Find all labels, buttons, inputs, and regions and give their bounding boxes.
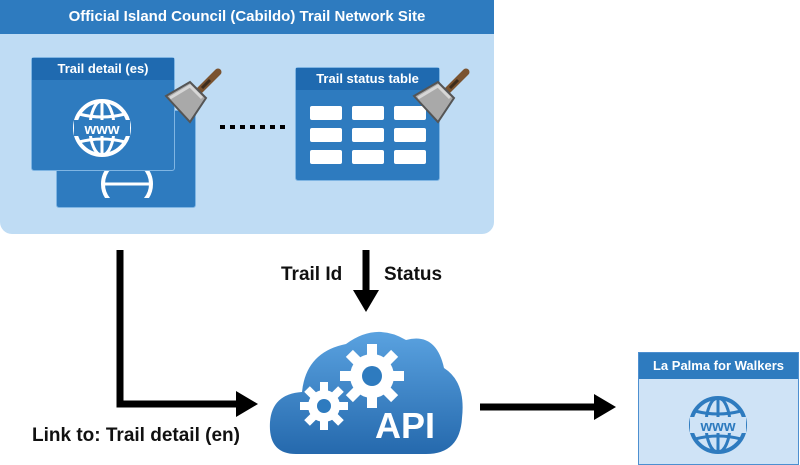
link-arrow (116, 250, 258, 417)
cloud-gears-icon (269, 331, 463, 454)
status-label: Status (384, 264, 443, 285)
trail-detail-title: Trail detail (es) (32, 58, 174, 80)
scraper-tool-icon (412, 68, 470, 124)
svg-text:www: www (83, 121, 119, 138)
la-palma-for-walkers-title: La Palma for Walkers (639, 353, 798, 379)
table-grid-icon (310, 106, 426, 164)
globe-www-icon: www (689, 396, 747, 454)
trail-status-title: Trail status table (296, 68, 439, 90)
globe-www-icon: www (73, 99, 131, 157)
api-output-arrow (480, 394, 616, 420)
trail-id-label: Trail Id (281, 264, 343, 285)
svg-text:www: www (699, 418, 735, 435)
status-arrow (353, 250, 379, 312)
dotted-connector (220, 125, 286, 129)
official-site-title: Official Island Council (Cabildo) Trail … (0, 0, 494, 34)
api-label: API (375, 405, 436, 446)
link-to-label: Link to: Trail detail (en) (32, 425, 240, 446)
scraper-tool-icon (164, 68, 222, 124)
